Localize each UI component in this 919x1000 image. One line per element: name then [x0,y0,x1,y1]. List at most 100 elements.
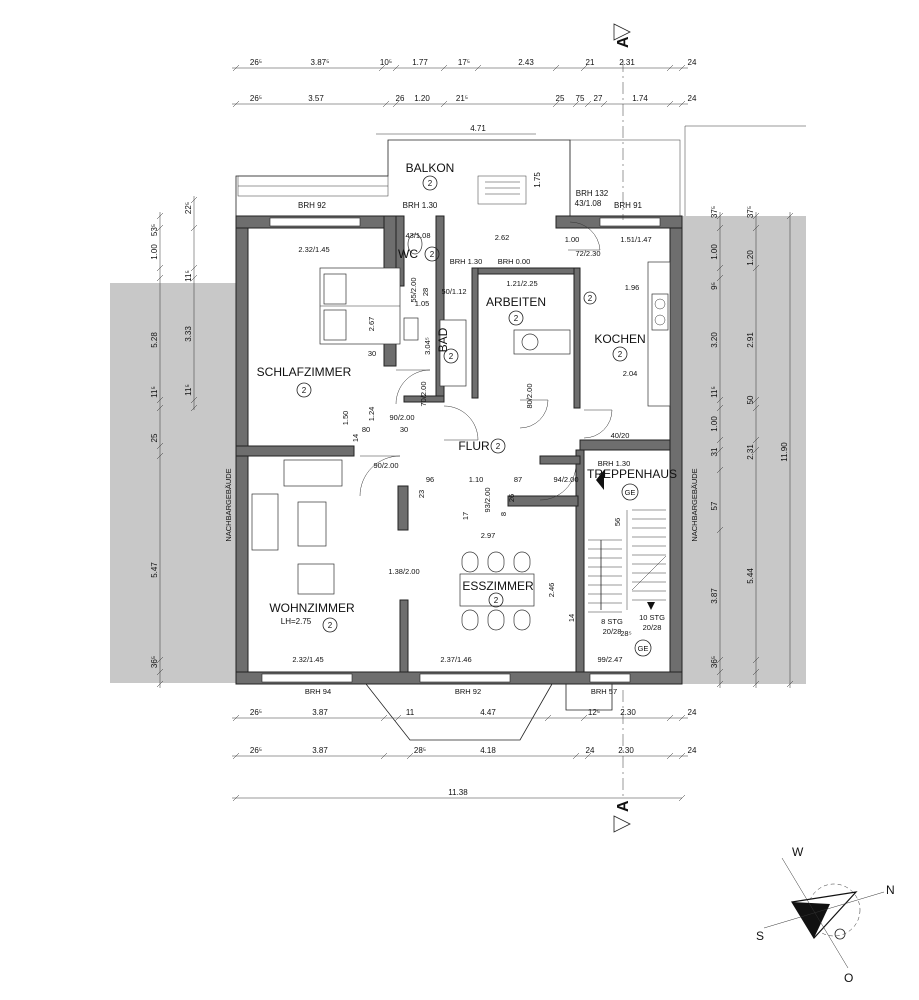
svg-text:1.00: 1.00 [710,416,719,432]
dim-row-top-2: 26⁵ 3.57 26 1.20 21⁵ 25 75 27 1.74 24 [250,94,697,103]
compass-s: S [756,929,764,943]
section-marker-top: A [613,23,632,220]
svg-text:12⁵: 12⁵ [588,708,600,717]
svg-text:2.04: 2.04 [623,369,638,378]
room-label-esszimmer: ESSZIMMER [462,579,534,593]
svg-text:2.67: 2.67 [367,317,376,332]
svg-text:10 STG: 10 STG [639,613,665,622]
svg-text:11⁵: 11⁵ [150,386,159,398]
dimension-tick [716,436,724,444]
svg-text:11⁵: 11⁵ [184,270,193,282]
svg-text:43/1.08: 43/1.08 [575,199,602,208]
svg-text:80: 80 [362,425,370,434]
dimension-tick [716,274,724,282]
svg-text:1.00: 1.00 [565,235,580,244]
neighbor-label-right: NACHBARGEBÄUDE [690,468,699,541]
svg-text:2: 2 [494,596,499,605]
svg-text:94/2.00: 94/2.00 [553,475,578,484]
svg-text:2.91: 2.91 [746,332,755,348]
compass-n: N [886,883,895,897]
dimension-tick [378,64,386,72]
svg-text:2: 2 [430,250,435,259]
balcony-outline [235,125,806,217]
svg-text:BRH 94: BRH 94 [305,687,331,696]
svg-text:1.21/2.25: 1.21/2.25 [506,279,537,288]
svg-text:3.87: 3.87 [312,708,328,717]
neighbor-building-left [110,283,236,683]
svg-text:2.31: 2.31 [746,444,755,460]
svg-text:4.18: 4.18 [480,746,496,755]
dining-table [459,551,535,631]
svg-text:23: 23 [417,490,426,498]
svg-text:5.47: 5.47 [150,562,159,578]
dim-col-left-1: 53⁵ 1.00 5.28 11⁵ 25 5.47 36⁵ [150,224,159,668]
staircase [588,509,667,613]
room-label-wohnzimmer: WOHNZIMMER [269,601,355,615]
dimension-tick [392,100,400,108]
svg-text:1.74: 1.74 [632,94,648,103]
dimension-tick [716,656,724,664]
svg-text:26⁵: 26⁵ [250,58,262,67]
dimension-tick [190,396,198,404]
svg-text:2.30: 2.30 [620,708,636,717]
dimension-tick [752,224,760,232]
dimension-tick [678,794,686,802]
svg-text:11⁵: 11⁵ [710,386,719,398]
dimension-tick [716,224,724,232]
room-label-wohnzimmer-height: LH=2.75 [281,617,312,626]
total-width-label: 11.38 [448,788,468,797]
dimension-tick [752,446,760,454]
total-height-label: 11.90 [780,442,789,462]
dim-col-right-1: 37⁵ 1.00 9⁵ 3.20 11⁵ 1.00 31 57 3.87 36⁵ [710,206,719,668]
svg-text:4.47: 4.47 [480,708,496,717]
dimension-tick [232,100,240,108]
svg-text:28⁵: 28⁵ [620,629,631,638]
svg-text:1.77: 1.77 [412,58,428,67]
svg-text:8: 8 [499,512,508,516]
svg-text:1.38/2.00: 1.38/2.00 [388,567,419,576]
svg-text:37⁵: 37⁵ [746,206,755,218]
dimension-tick [380,714,388,722]
svg-text:BRH 0.00: BRH 0.00 [498,257,531,266]
room-label-schlafzimmer: SCHLAFZIMMER [257,365,352,379]
room-label-balkon: BALKON [406,161,455,175]
room-number-circles: 2 2 2 2 2 2 2 2 2 2 GE GE [296,175,652,657]
svg-text:3.87: 3.87 [710,588,719,604]
svg-text:BRH 92: BRH 92 [298,201,327,210]
svg-text:20/28: 20/28 [643,623,662,632]
room-labels: BALKON WC ARBEITEN BAD SCHLAFZIMMER KOCH… [257,161,677,626]
svg-text:2.37/1.46: 2.37/1.46 [440,655,471,664]
svg-text:21⁵: 21⁵ [456,94,468,103]
svg-text:24: 24 [688,94,697,103]
dimension-tick [752,396,760,404]
svg-text:70/2.00: 70/2.00 [419,381,428,406]
svg-text:2: 2 [302,386,307,395]
svg-text:1.00: 1.00 [150,244,159,260]
dim-row-bottom-1: 26⁵ 3.87 11 4.47 12⁵ 2.30 24 [250,708,697,717]
svg-text:2.43: 2.43 [518,58,534,67]
svg-text:90/2.00: 90/2.00 [389,413,414,422]
svg-text:72/2.30: 72/2.30 [575,249,600,258]
dimension-tick [716,212,724,220]
windows [261,217,661,683]
svg-text:1.96: 1.96 [625,283,640,292]
stair-rail [631,555,667,591]
svg-text:30: 30 [400,425,408,434]
svg-text:3.33: 3.33 [184,326,193,342]
svg-text:25: 25 [556,94,565,103]
svg-text:2.30: 2.30 [618,746,634,755]
dimension-tick [584,752,592,760]
neighbor-label-left: NACHBARGEBÄUDE [224,468,233,541]
svg-text:27: 27 [594,94,603,103]
svg-text:BRH 92: BRH 92 [455,687,481,696]
svg-text:43/1.08: 43/1.08 [405,231,430,240]
dimension-tick [580,64,588,72]
dimension-tick [190,224,198,232]
room-label-bad: BAD [436,327,450,352]
svg-text:1.10: 1.10 [469,475,484,484]
dimension-tick [600,100,608,108]
room-label-treppenhaus: TREPPENHAUS [587,467,677,481]
svg-text:96: 96 [426,475,434,484]
svg-text:GE: GE [638,644,649,653]
